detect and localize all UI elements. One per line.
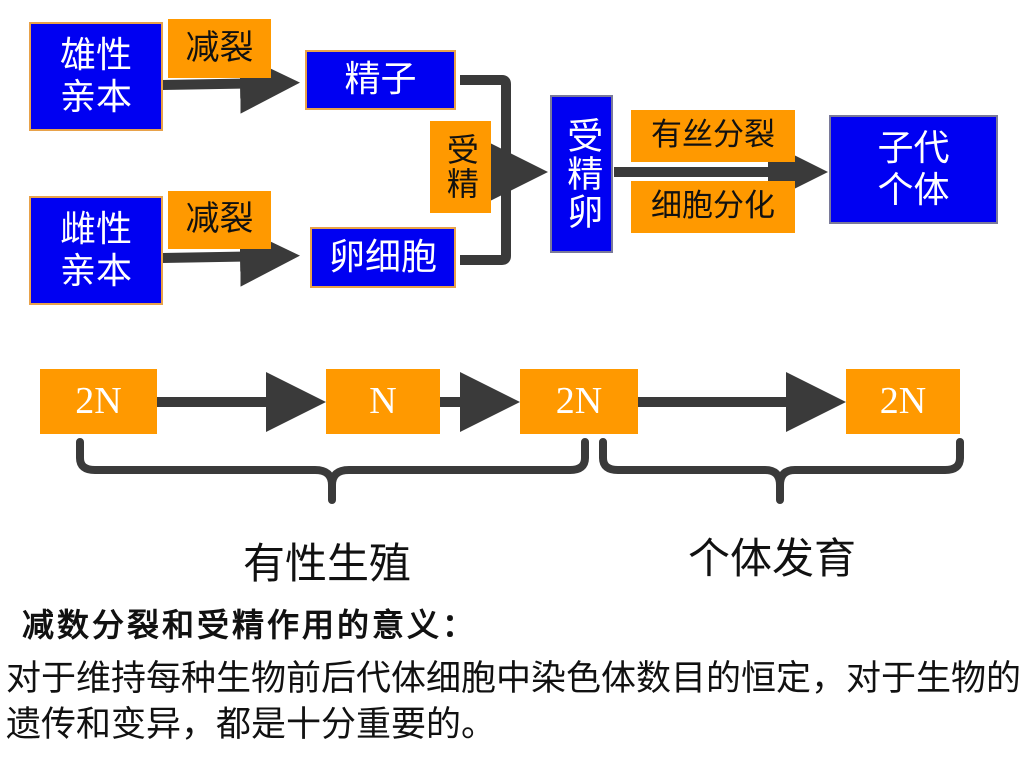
meiosis-label-bottom: 减裂 [168, 191, 271, 249]
stage-2n-parent: 2N [40, 369, 157, 434]
differentiation-label: 细胞分化 [631, 181, 795, 233]
egg-box: 卵细胞 [310, 227, 456, 288]
female-parent-box: 雌性亲本 [29, 196, 163, 305]
stage-n-gamete: N [326, 369, 440, 434]
offspring-label: 子代个体 [877, 128, 950, 211]
stage-2n-offspring: 2N [846, 369, 960, 434]
significance-heading: 减数分裂和受精作用的意义： [22, 606, 478, 644]
brace-sexual-reproduction [76, 438, 589, 504]
sexual-reproduction-label: 有性生殖 [243, 539, 412, 588]
meiosis-label-top: 减裂 [168, 19, 271, 78]
stage-2n-zygote: 2N [520, 369, 638, 434]
male-parent-box: 雄性亲本 [29, 22, 163, 131]
brace-individual-development [599, 438, 964, 504]
male-parent-label: 雄性亲本 [59, 35, 132, 118]
offspring-box: 子代个体 [829, 115, 998, 224]
zygote-box: 受精卵 [550, 95, 613, 253]
female-parent-label: 雌性亲本 [59, 209, 132, 292]
sperm-box: 精子 [305, 50, 456, 110]
arrow-female-to-egg [161, 226, 300, 287]
arrow-male-to-sperm [161, 53, 300, 114]
significance-text: 对于维持每种生物前后代体细胞中染色体数目的恒定，对于生物的遗传和变异，都是十分重… [6, 659, 1022, 745]
individual-development-label: 个体发育 [688, 534, 857, 583]
fertilization-label: 受精 [430, 121, 491, 213]
mitosis-label: 有丝分裂 [631, 110, 795, 162]
